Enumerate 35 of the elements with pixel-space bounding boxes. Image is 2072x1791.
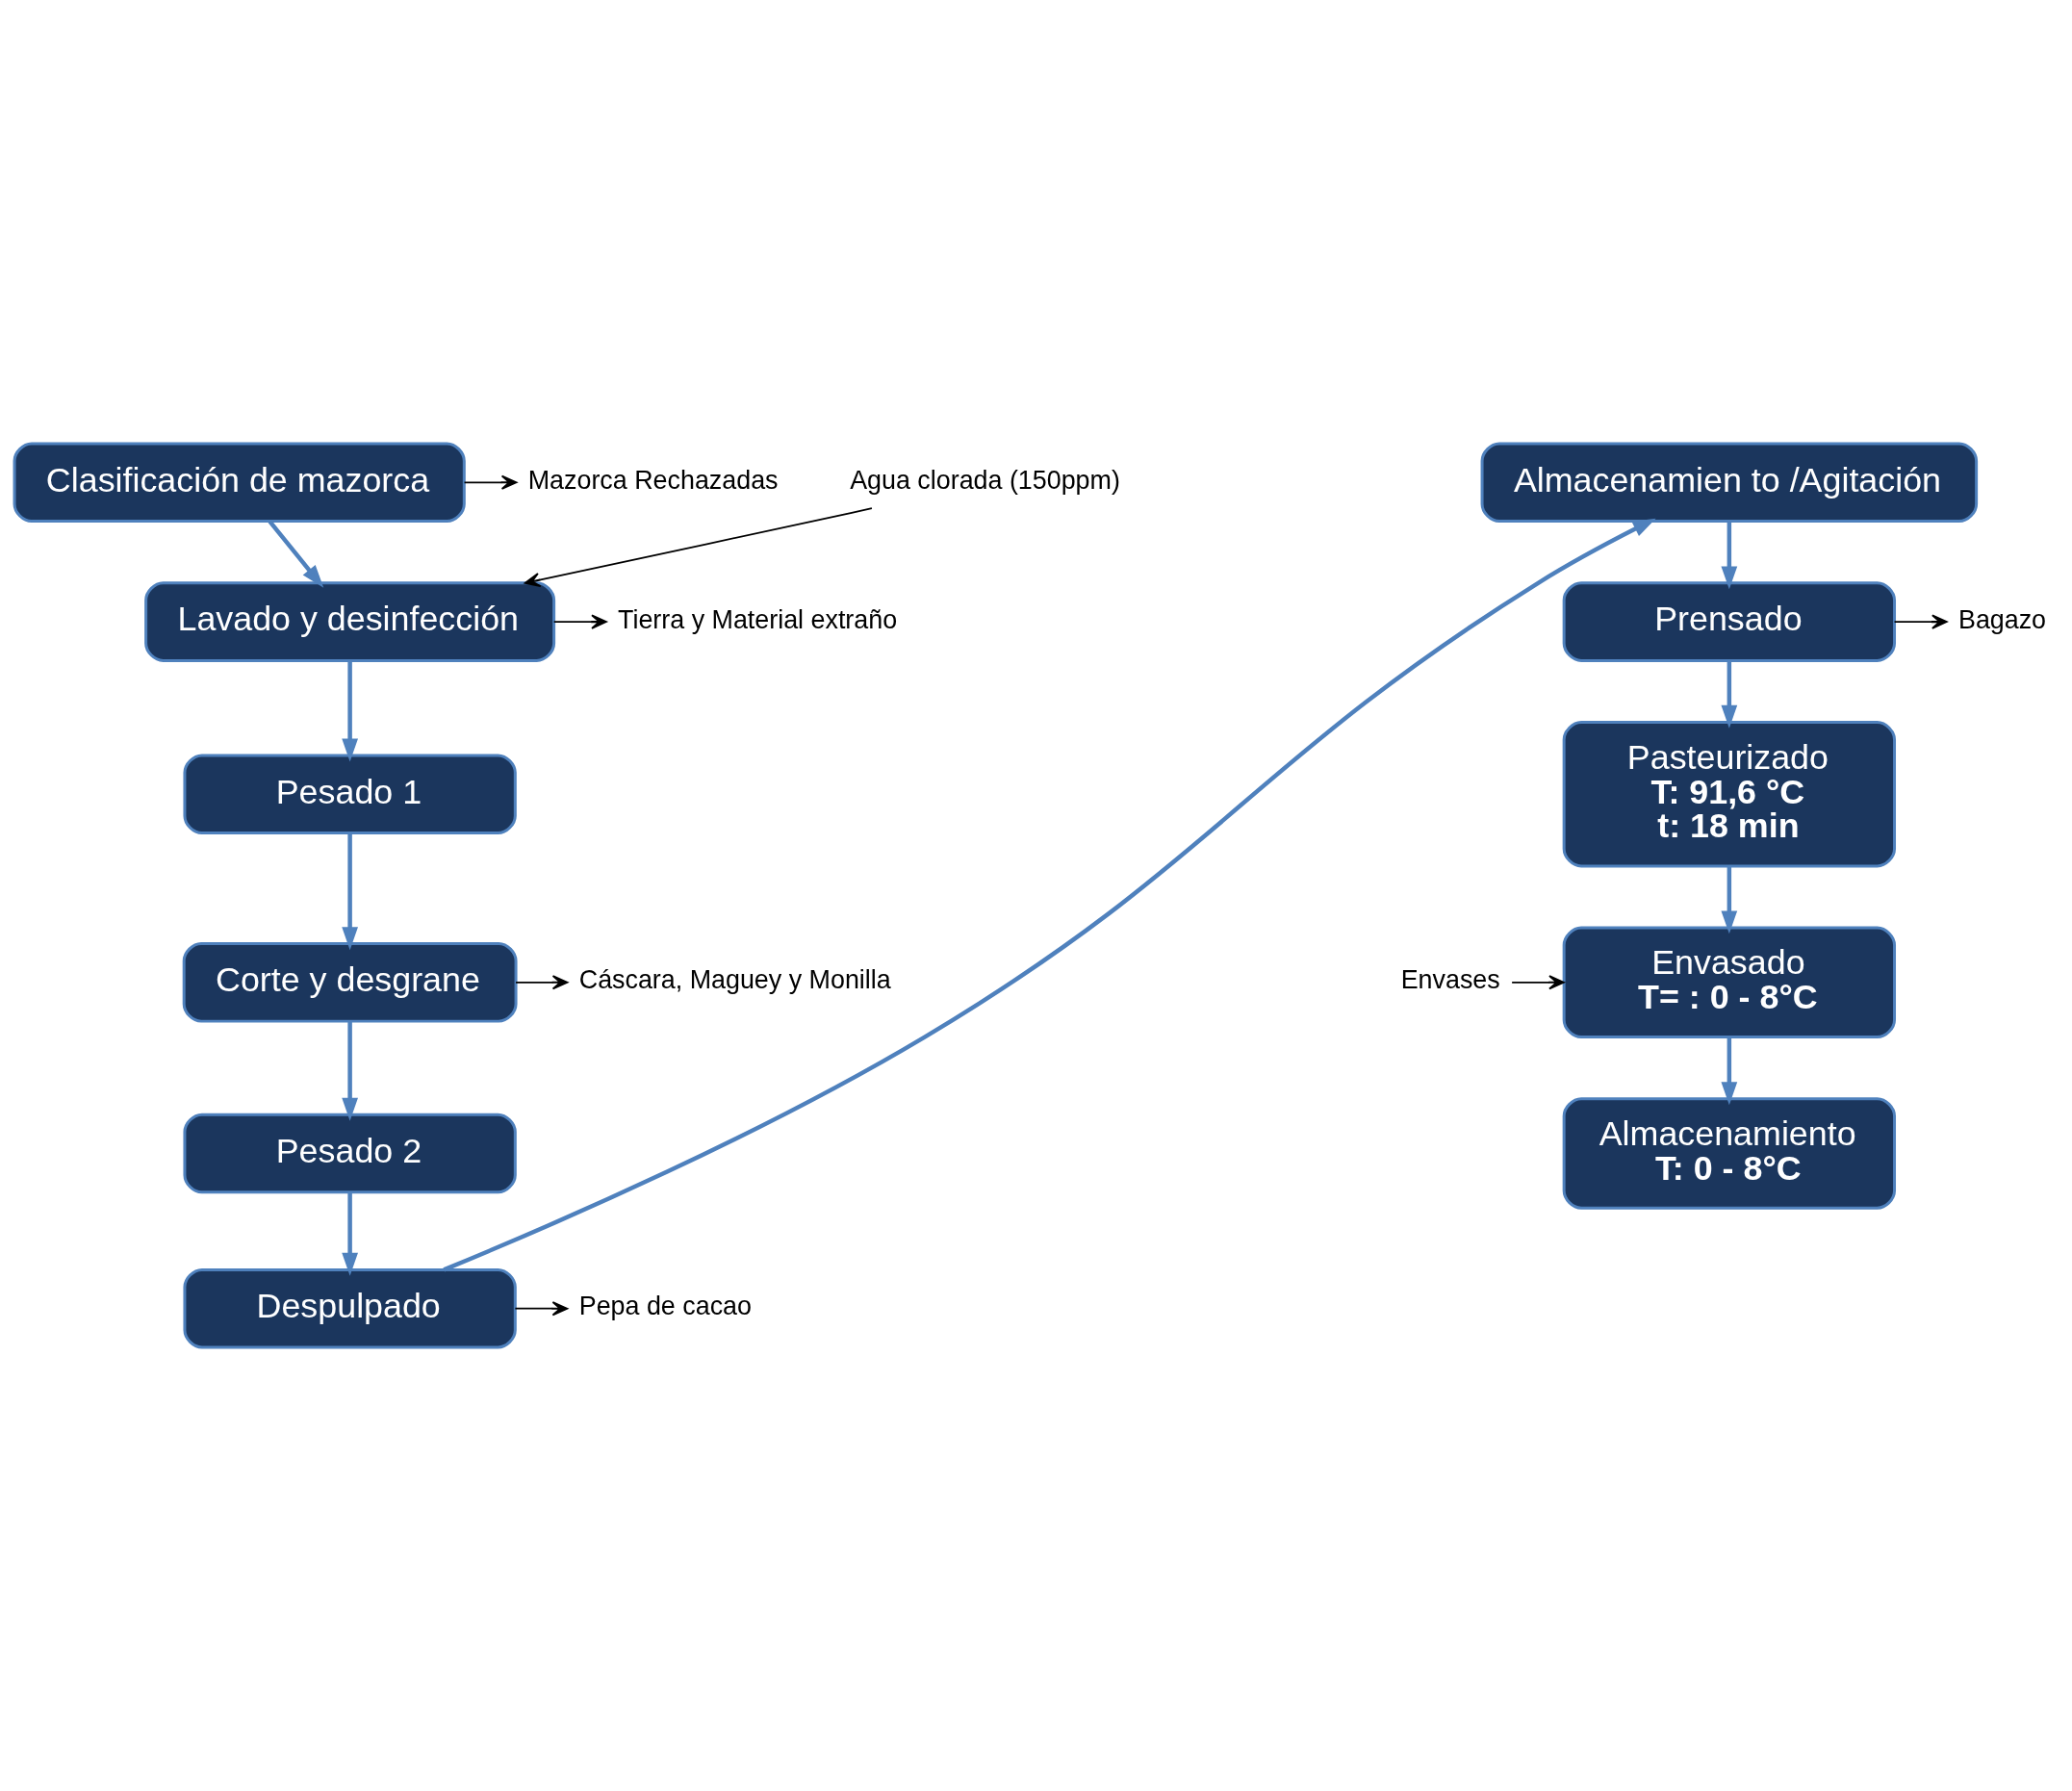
node-text: Cáscara, Maguey y Monilla [578, 965, 891, 995]
arrow [463, 474, 518, 490]
node-text: Pepa de cacao [578, 1292, 752, 1321]
node-box: Prensado [1562, 581, 1897, 662]
arrow [524, 507, 873, 588]
node-box: Almacenamien to /Agitación [1480, 442, 1979, 524]
node-box: Lavado y desinfección [144, 581, 556, 662]
arrow [552, 614, 607, 629]
arrow [1721, 1036, 1738, 1106]
node-box: Envasado T= : 0 - 8°C [1562, 926, 1897, 1039]
arrow [1721, 866, 1738, 934]
arrow [514, 1301, 569, 1317]
arrow [1721, 660, 1738, 729]
arrow [515, 975, 569, 990]
node-box: Pesado 2 [183, 1113, 517, 1194]
arrow [342, 832, 358, 951]
node-box: Clasificación de mazorca [13, 442, 466, 524]
arrow [443, 518, 1656, 1272]
node-text: Bagazo [1957, 604, 2047, 634]
arrow [342, 1021, 358, 1121]
node-box: Pasteurizado T: 91,6 °C t: 18 min [1562, 721, 1897, 868]
node-text: Envases [1400, 965, 1500, 995]
node-box: Almacenamiento T: 0 - 8°C [1562, 1097, 1897, 1210]
node-box: Corte y desgrane [182, 942, 518, 1023]
arrow [1893, 614, 1948, 629]
arrow [342, 660, 358, 762]
node-text: Mazorca Rechazadas [527, 465, 779, 495]
node-text: Tierra y Material extraño [618, 604, 898, 634]
arrow [1511, 975, 1565, 990]
node-text: Agua clorada (150ppm) [850, 465, 1120, 495]
arrow [1721, 521, 1738, 590]
node-box: Despulpado [183, 1267, 517, 1349]
arrow [342, 1192, 358, 1276]
arrow [268, 520, 324, 588]
node-box: Pesado 1 [183, 754, 517, 835]
